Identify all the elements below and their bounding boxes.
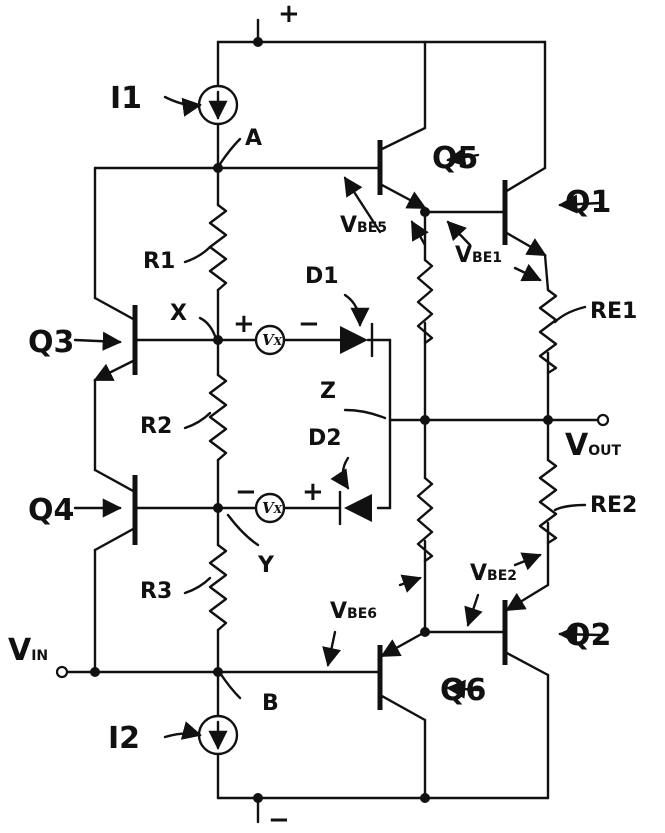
vx-bottom-plus: + bbox=[302, 477, 324, 507]
vbe5-label: VBE5 bbox=[340, 213, 387, 238]
transistor-q6-label: Q6 bbox=[440, 673, 486, 708]
resistor-r3-label: R3 bbox=[140, 579, 172, 604]
transistor-q2-label: Q2 bbox=[565, 618, 611, 653]
vx-top-minus: − bbox=[298, 309, 320, 339]
transistor-q5-label: Q5 bbox=[432, 141, 478, 176]
node-z-wires bbox=[388, 413, 610, 427]
vin-label: VIN bbox=[8, 633, 48, 668]
transistor-q1 bbox=[423, 40, 550, 462]
vbe1-label: VBE1 bbox=[455, 243, 502, 268]
resistor-q5-emitter bbox=[416, 258, 434, 345]
node-x-label: X bbox=[170, 301, 187, 326]
vout-label: VOUT bbox=[565, 428, 621, 463]
diode-d2-label: D2 bbox=[308, 426, 342, 451]
transistor-q3-label: Q3 bbox=[28, 325, 74, 360]
transistor-q1-label: Q1 bbox=[565, 185, 611, 220]
vx-bottom-label: VX bbox=[262, 499, 283, 517]
voltage-source-vx-bottom bbox=[254, 492, 286, 524]
resistor-r2-label: R2 bbox=[140, 414, 172, 439]
current-source-i2 bbox=[197, 714, 239, 756]
resistor-r2 bbox=[208, 373, 228, 462]
vx-top-label: VX bbox=[262, 331, 283, 349]
node-z-label: Z bbox=[320, 379, 336, 404]
diode-d1-label: D1 bbox=[305, 264, 339, 289]
node-x-wires bbox=[133, 335, 392, 510]
negative-rail bbox=[216, 793, 550, 824]
resistor-re1 bbox=[538, 288, 558, 375]
positive-supply-label: + bbox=[278, 0, 300, 29]
node-b-label: B bbox=[262, 691, 279, 716]
vbe6-label: VBE6 bbox=[330, 599, 377, 624]
vin-terminal[interactable] bbox=[55, 665, 69, 679]
node-b-wires bbox=[55, 665, 382, 679]
node-a-wires bbox=[93, 163, 382, 322]
resistor-r1-label: R1 bbox=[143, 249, 175, 274]
transistor-q2 bbox=[423, 521, 550, 800]
diode-d2 bbox=[338, 490, 372, 526]
transistor-q3 bbox=[93, 305, 138, 494]
negative-supply-label: − bbox=[268, 805, 290, 833]
resistor-re2 bbox=[538, 458, 558, 545]
node-y-label: Y bbox=[257, 553, 275, 578]
node-a-label: A bbox=[245, 126, 262, 151]
current-source-i1 bbox=[197, 84, 239, 126]
transistor-q6 bbox=[377, 539, 430, 800]
resistor-re1-label: RE1 bbox=[590, 299, 637, 324]
vx-bottom-minus: − bbox=[235, 477, 257, 507]
current-i1-label: I1 bbox=[110, 81, 142, 116]
vout-terminal[interactable] bbox=[596, 413, 610, 427]
resistor-r3 bbox=[208, 543, 228, 632]
resistor-q6-emitter bbox=[416, 476, 434, 563]
voltage-source-vx-top bbox=[254, 324, 286, 356]
transistor-q4-label: Q4 bbox=[28, 493, 74, 528]
positive-rail bbox=[216, 18, 547, 47]
transistor-q5 bbox=[377, 40, 430, 480]
node-y-wires bbox=[133, 503, 392, 513]
resistor-re2-label: RE2 bbox=[590, 493, 637, 518]
vx-top-plus: + bbox=[233, 309, 255, 339]
transistor-q4 bbox=[93, 475, 138, 674]
label-pointer-arrows bbox=[73, 95, 602, 740]
current-i2-label: I2 bbox=[108, 721, 140, 756]
diode-d1 bbox=[340, 322, 380, 358]
vbe2-label: VBE2 bbox=[470, 561, 517, 586]
resistor-r1 bbox=[208, 203, 228, 292]
